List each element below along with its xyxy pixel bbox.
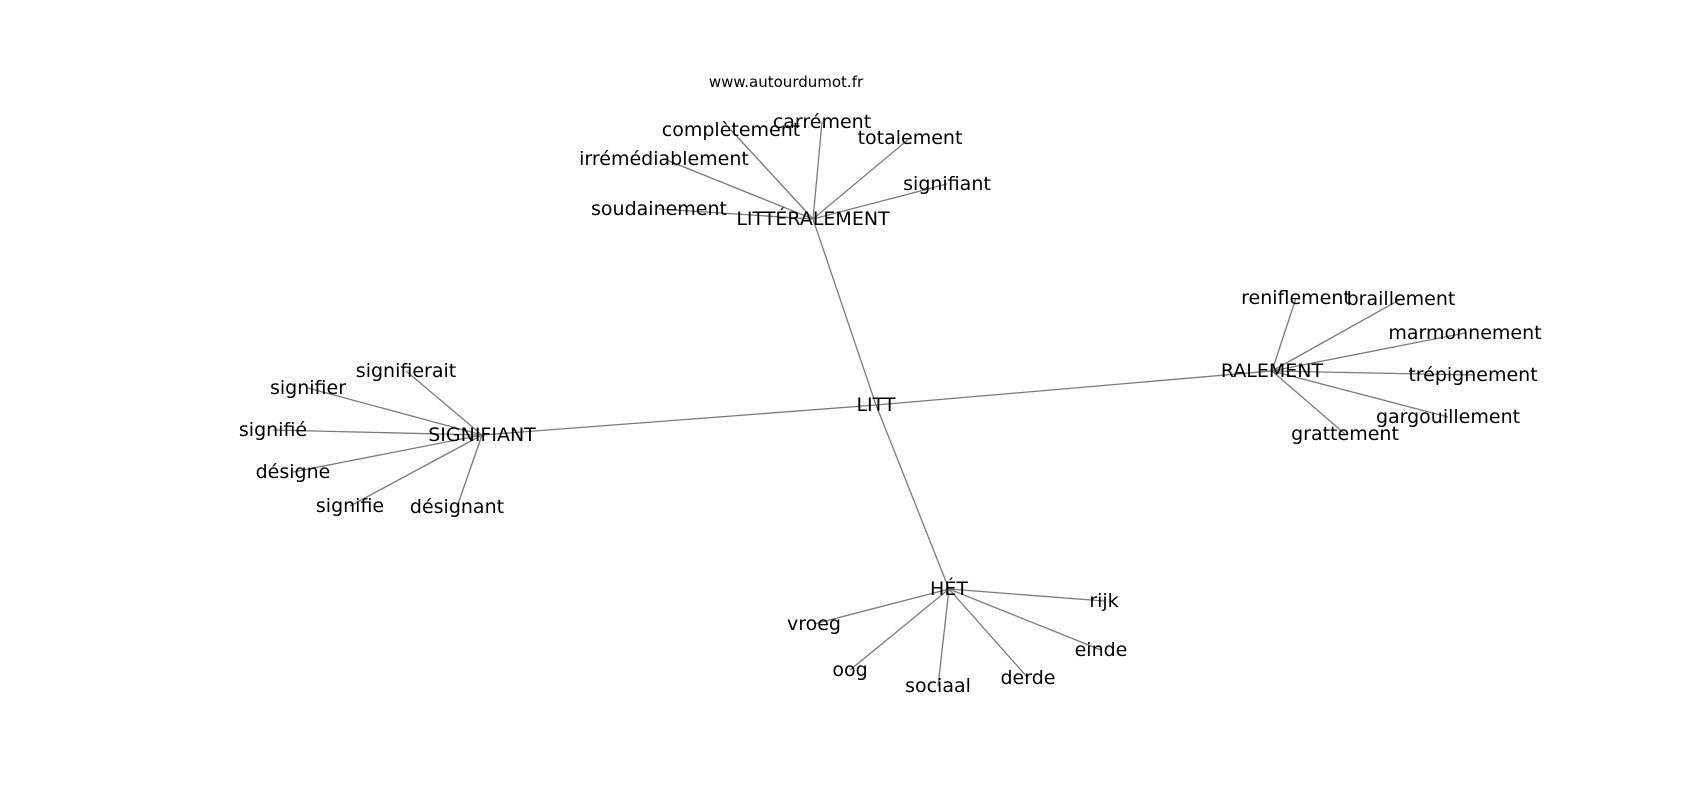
edges — [272, 121, 1474, 687]
node-leaf-grattement: grattement — [1291, 423, 1399, 445]
edge-het-sociaal — [937, 588, 950, 687]
node-leaf-gargouillement: gargouillement — [1376, 406, 1520, 428]
edge-het-derde — [948, 588, 1029, 679]
node-leaf-designant: désignant — [410, 496, 504, 518]
edge-ralement-grattement — [1271, 370, 1346, 435]
node-leaf-vroeg: vroeg — [787, 613, 841, 635]
node-hub-ralement: RALEMENT — [1221, 360, 1324, 382]
edge-signifiant-signifierait — [405, 370, 483, 436]
node-leaf-braillement: braillement — [1347, 288, 1456, 310]
edge-litteralement-totalement — [812, 137, 911, 220]
edge-het-einde — [948, 588, 1102, 651]
node-leaf-signifier: signifier — [270, 377, 346, 399]
node-leaf-sociaal: sociaal — [905, 675, 971, 697]
node-leaf-totalement: totalement — [858, 127, 963, 149]
edge-ralement-braillement — [1271, 298, 1402, 372]
source-url: www.autourdumot.fr — [708, 73, 864, 91]
edge-signifiant-signifie — [349, 434, 483, 507]
node-hub-signifiant: SIGNIFIANT — [428, 424, 536, 446]
node-hub-het: HÉT — [930, 577, 968, 600]
node-leaf-completement: complètement — [662, 119, 800, 141]
node-leaf-trepignement: trépignement — [1408, 364, 1537, 386]
node-leaf-signifiant: signifiant — [903, 173, 991, 195]
edge-ralement-gargouillement — [1271, 370, 1449, 418]
edge-litteralement-carrement — [812, 121, 823, 220]
node-leaf-designe: désigne — [256, 461, 331, 483]
edge-root-het — [875, 404, 950, 590]
node-hub-litteralement: LITTÉRALEMENT — [736, 207, 890, 230]
node-leaf-carrement: carrément — [773, 111, 871, 133]
node-leaf-rijk: rijk — [1089, 590, 1118, 612]
edge-root-ralement — [875, 370, 1273, 406]
node-leaf-signifie: signifié — [239, 419, 307, 441]
edge-ralement-reniflement — [1271, 297, 1297, 372]
node-leaf-signifierait: signifierait — [356, 360, 456, 382]
node-leaf-marmonnement: marmonnement — [1388, 322, 1541, 344]
node-leaf-derde: derde — [1001, 667, 1056, 689]
node-root-litt: LITT — [856, 394, 895, 416]
node-leaf-reniflement: reniflement — [1241, 287, 1351, 309]
edge-signifiant-signifier — [307, 387, 483, 436]
edge-root-litteralement — [812, 218, 877, 406]
edge-signifiant-designant — [456, 434, 483, 508]
node-leaf-oog: oog — [832, 659, 867, 681]
edge-het-vroeg — [813, 588, 950, 625]
edge-ralement-trepignement — [1271, 370, 1474, 376]
edge-ralement-marmonnement — [1271, 332, 1466, 372]
node-leaf-einde: einde — [1075, 639, 1128, 661]
edge-signifiant-designe — [292, 434, 483, 473]
node-leaf-soudainement: soudainement — [591, 198, 727, 220]
edge-litteralement-signifiant — [812, 183, 948, 220]
edge-root-signifiant — [481, 404, 877, 436]
edge-het-rijk — [948, 588, 1105, 602]
node-leaf-irremediablement: irrémédiablement — [579, 148, 749, 170]
node-leaf-signifie: signifie — [316, 495, 384, 517]
labels: LITT LITTÉRALEMENT complètementcarrémentto… — [239, 111, 1542, 697]
edge-litteralement-completement — [730, 129, 814, 220]
edge-het-oog — [849, 588, 950, 671]
edge-litteralement-irremediablement — [663, 158, 814, 220]
edge-litteralement-soudainement — [658, 208, 814, 220]
edge-signifiant-signifie — [272, 429, 483, 436]
